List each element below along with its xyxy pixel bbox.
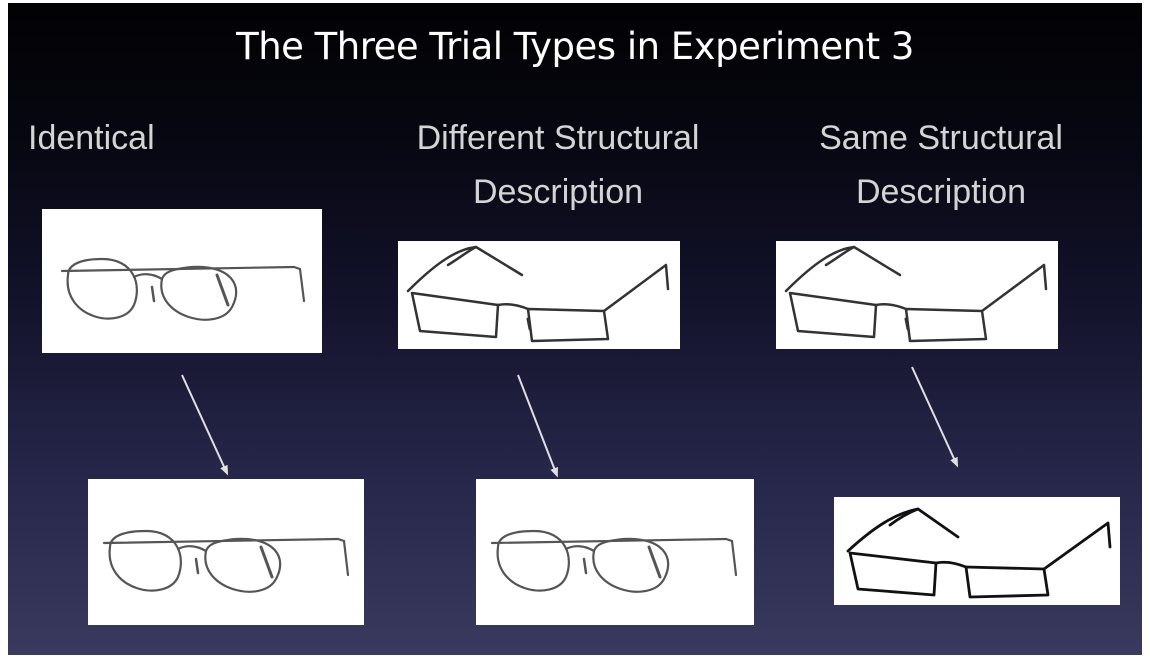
slide-title: The Three Trial Types in Experiment 3 [236, 25, 914, 68]
different-test-image [476, 479, 754, 625]
round-glasses-icon [102, 529, 350, 593]
round-glasses-icon [60, 257, 306, 321]
column-label-same-structural-description: Same Structural Description [819, 119, 1063, 211]
rectangular-glasses-icon [784, 245, 1048, 343]
slide-background: The Three Trial Types in Experiment 3 Id… [8, 3, 1142, 655]
different-study-image [398, 241, 680, 349]
round-glasses-icon [490, 529, 738, 593]
same-study-image [776, 241, 1058, 349]
column-label-different-structural-description: Different Structural Description [416, 119, 700, 211]
same-test-image [834, 497, 1120, 605]
arrow-identical [181, 374, 229, 476]
rectangular-glasses-icon [406, 245, 670, 343]
identical-study-image [42, 209, 322, 353]
arrow-same [911, 366, 959, 468]
identical-test-image [88, 479, 364, 625]
arrow-different [517, 374, 558, 478]
column-label-identical: Identical [28, 119, 155, 157]
rectangular-glasses-icon [846, 507, 1112, 599]
